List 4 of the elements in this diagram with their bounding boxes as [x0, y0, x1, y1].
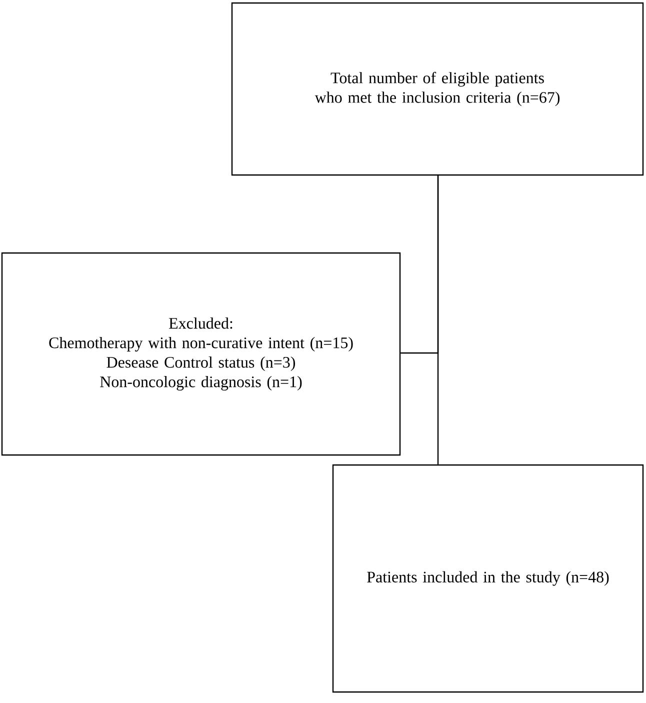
flow-box: Total number of eligible patients who met the inclusion criteria (n=67)	[231, 2, 644, 176]
connector-line	[400, 176, 439, 354]
flow-box: Excluded: Chemotherapy with non-curative intent (n=15) Desease Control status (n=3) Non-oncologic diagnosis (n=1)	[1, 252, 401, 456]
flow-box: Patients included in the study (n=48)	[332, 464, 644, 693]
